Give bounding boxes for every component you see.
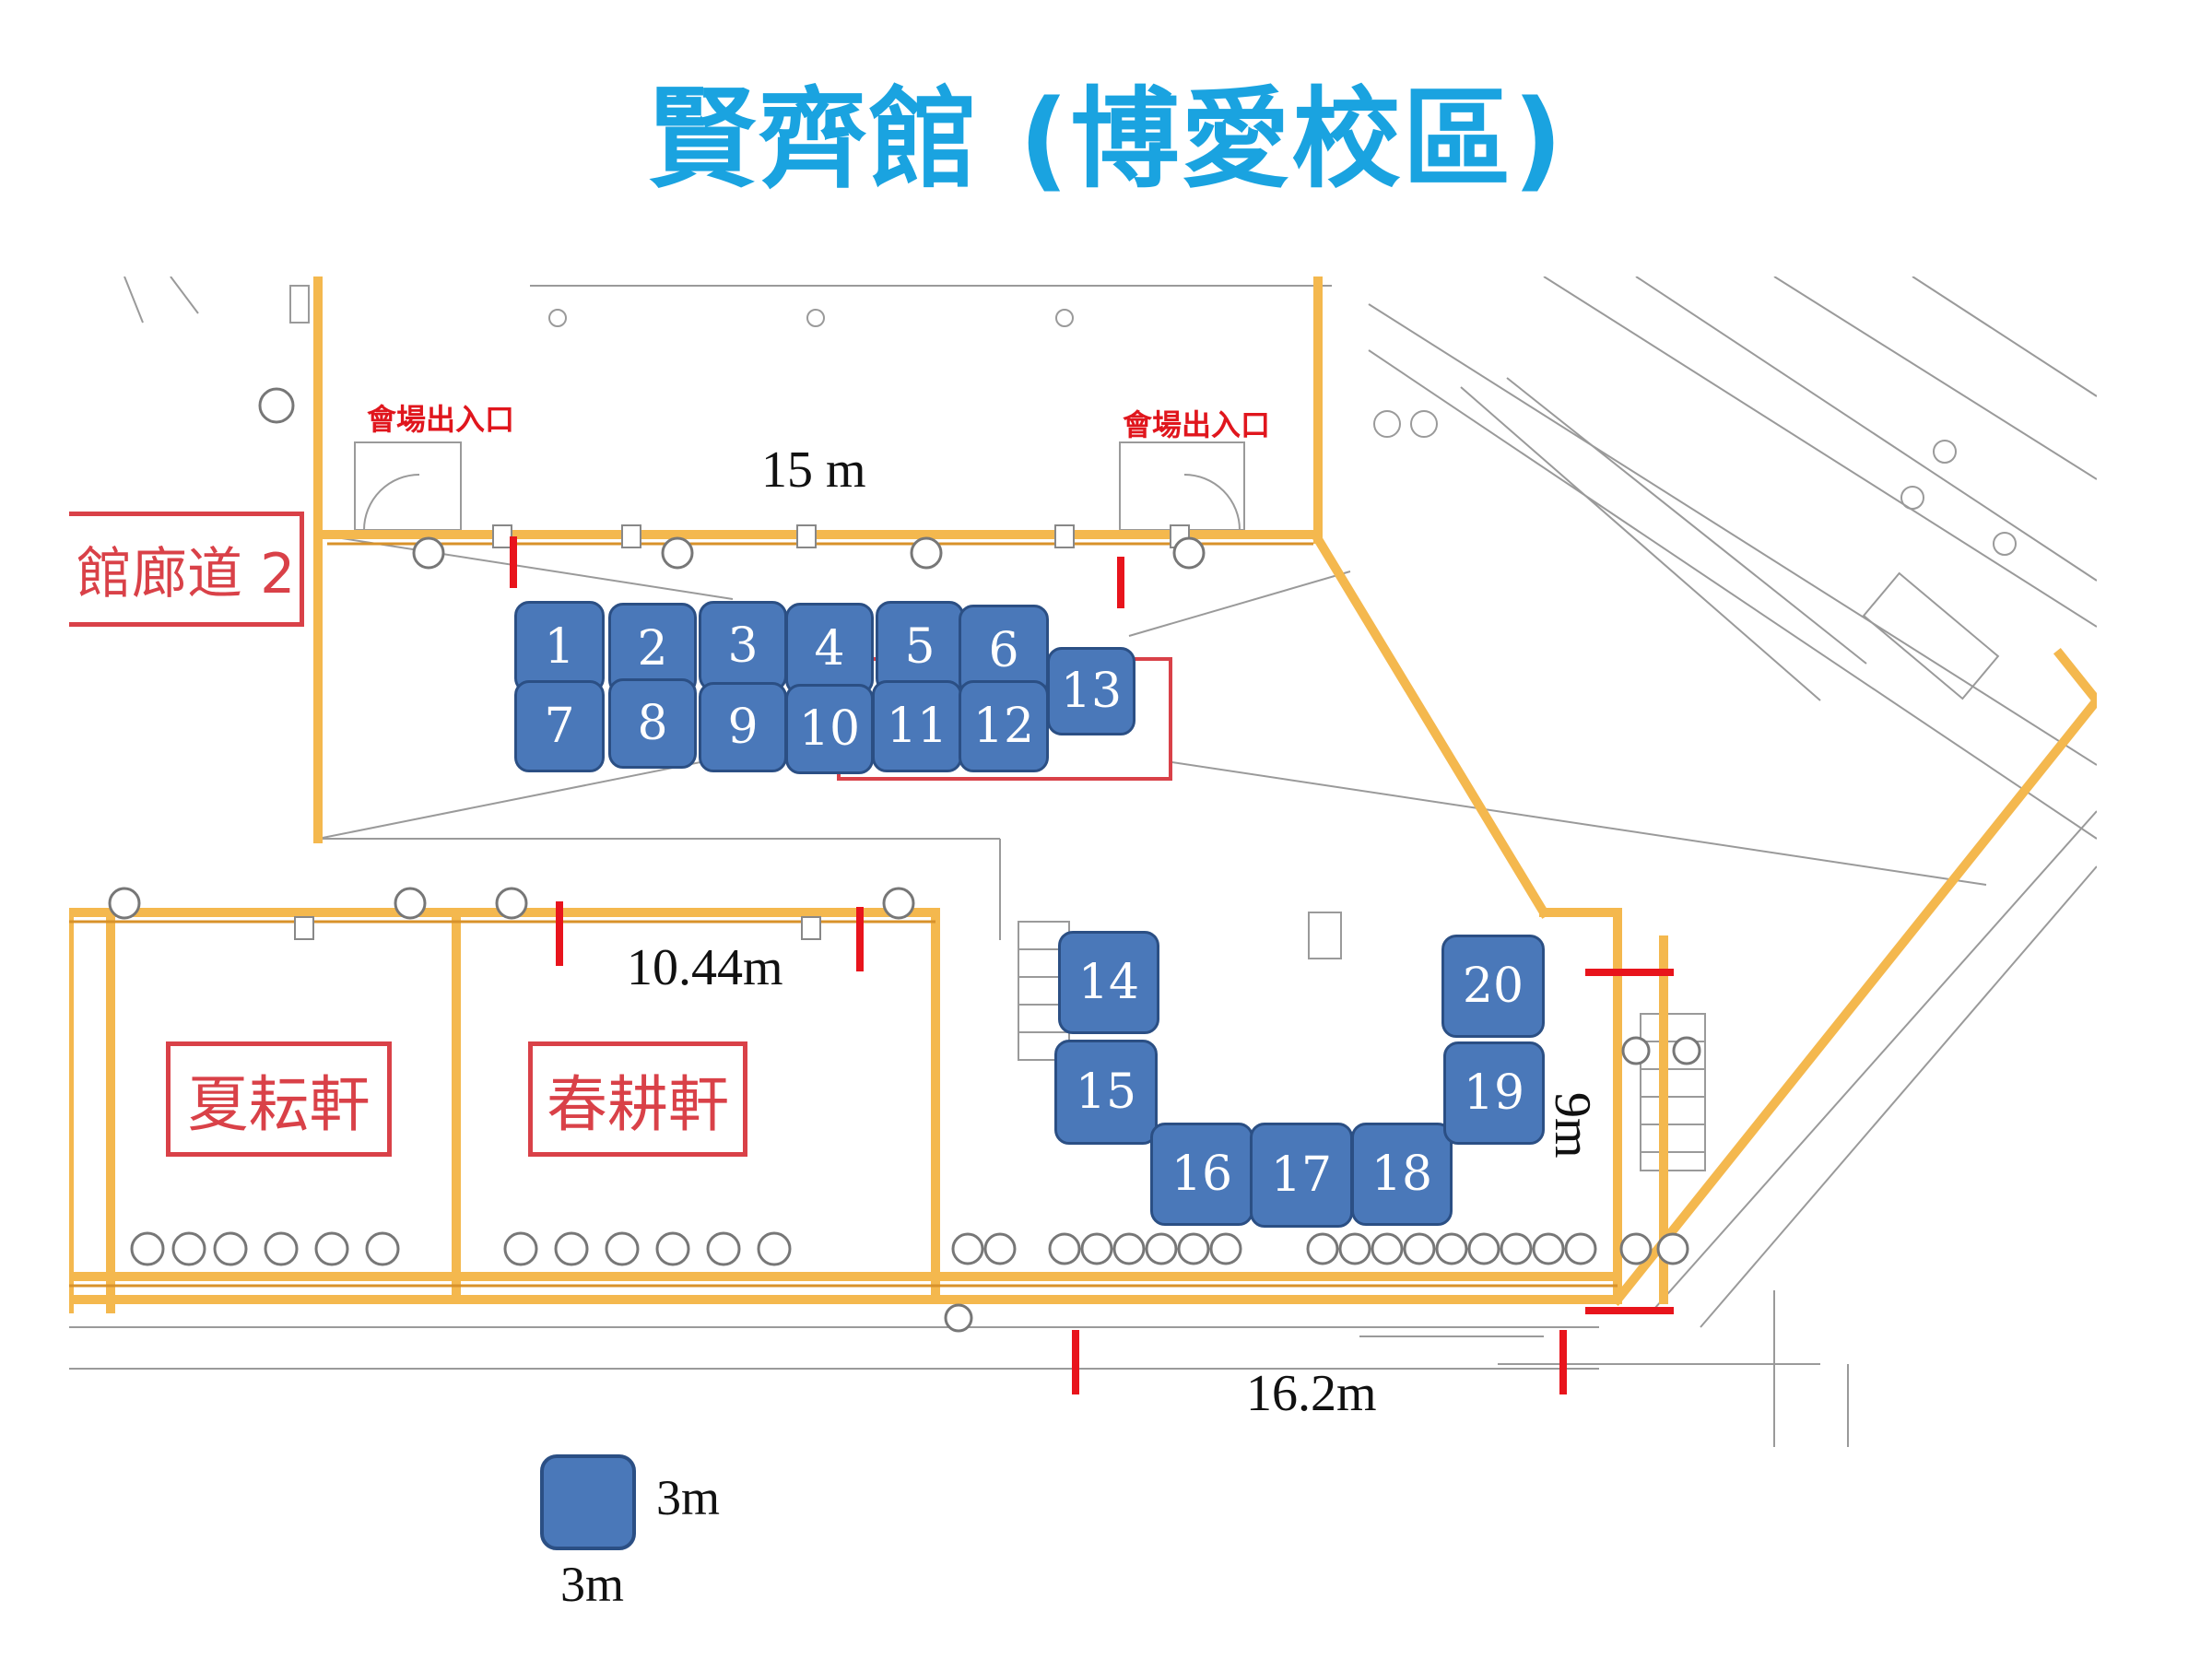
room-label-left-text: 夏耘軒 <box>187 1068 371 1140</box>
booth[interactable]: 14 <box>1058 931 1159 1034</box>
dimension-right-height: 9m <box>1544 1092 1601 1159</box>
booth[interactable]: 7 <box>514 680 605 772</box>
corridor-label-text: 館廊道 2 <box>76 542 296 606</box>
legend-width-label: 3m <box>656 1470 721 1525</box>
booth[interactable]: 3 <box>699 601 787 691</box>
room-label-left: 夏耘軒 <box>166 1041 392 1157</box>
marker-right-bottom <box>1585 1307 1674 1314</box>
booth[interactable]: 18 <box>1351 1123 1453 1226</box>
booth[interactable]: 10 <box>785 684 874 774</box>
booth[interactable]: 16 <box>1150 1123 1253 1226</box>
floor-plan <box>69 276 2097 1447</box>
page-title: 賢齊館 (博愛校區) <box>647 76 1565 203</box>
booth[interactable]: 20 <box>1441 935 1545 1038</box>
room-label-right: 春耕軒 <box>528 1041 747 1157</box>
booth[interactable]: 4 <box>785 603 874 695</box>
booth[interactable]: 19 <box>1443 1041 1545 1145</box>
booth[interactable]: 13 <box>1047 647 1135 735</box>
marker-mid-right <box>856 907 864 971</box>
marker-mid-left <box>556 901 563 966</box>
booth[interactable]: 5 <box>876 601 964 693</box>
exit-label-right: 會場出入口 <box>1123 407 1271 442</box>
booth[interactable]: 11 <box>872 680 962 772</box>
marker-top-right <box>1117 557 1124 608</box>
marker-right-top <box>1585 969 1674 976</box>
legend-booth-swatch <box>540 1454 636 1550</box>
marker-bottom-left <box>1072 1330 1079 1394</box>
dimension-bottom-width: 16.2m <box>1246 1365 1377 1422</box>
marker-bottom-right <box>1559 1330 1567 1394</box>
dimension-top-width: 15 m <box>761 441 866 499</box>
legend-height-label: 3m <box>560 1557 625 1612</box>
dimension-mid-width: 10.44m <box>627 939 783 996</box>
corridor-label: 館廊道 2 <box>69 512 304 627</box>
booth[interactable]: 8 <box>608 678 697 769</box>
exit-label-left: 會場出入口 <box>367 402 515 437</box>
booth[interactable]: 15 <box>1054 1040 1158 1145</box>
booth[interactable]: 12 <box>959 680 1049 772</box>
marker-top-left <box>510 536 517 588</box>
booth[interactable]: 1 <box>514 601 605 693</box>
booth[interactable]: 17 <box>1250 1123 1353 1228</box>
room-label-right-text: 春耕軒 <box>547 1068 729 1140</box>
booth[interactable]: 9 <box>699 682 787 772</box>
